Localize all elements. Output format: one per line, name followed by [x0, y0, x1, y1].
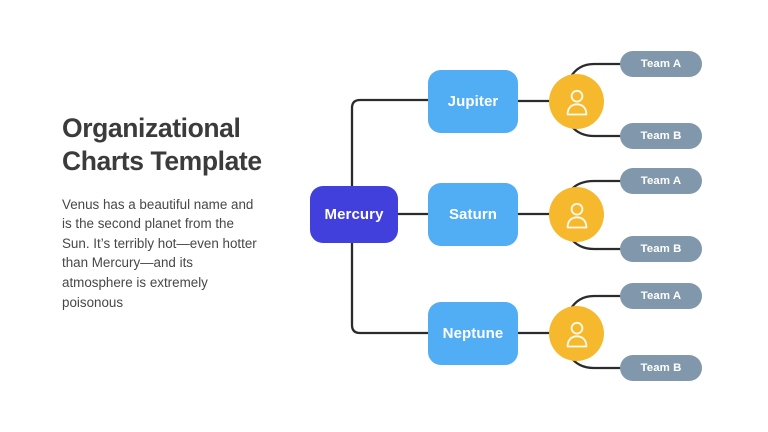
team-pill-jupiter-a[interactable]: Team A: [620, 51, 702, 77]
node-branch-neptune[interactable]: Neptune: [428, 302, 518, 365]
team-pill-neptune-a[interactable]: Team A: [620, 283, 702, 309]
person-icon: [566, 202, 587, 228]
page-description: Venus has a beautiful name and is the se…: [62, 196, 257, 310]
team-pill-label: Team A: [640, 175, 682, 187]
node-branch-label: Saturn: [448, 206, 498, 223]
team-pill-label: Team A: [640, 58, 682, 70]
team-pill-label: Team A: [640, 290, 682, 302]
node-root-mercury[interactable]: Mercury: [310, 186, 398, 243]
page-title: Organizational Charts Template: [62, 113, 262, 177]
person-icon: [566, 321, 587, 347]
team-pill-neptune-b[interactable]: Team B: [620, 355, 702, 381]
team-pill-jupiter-b[interactable]: Team B: [620, 123, 702, 149]
person-circle-saturn[interactable]: [549, 187, 604, 242]
node-branch-saturn[interactable]: Saturn: [428, 183, 518, 246]
team-pill-label: Team B: [640, 243, 682, 255]
node-branch-label: Neptune: [442, 325, 504, 342]
team-pill-saturn-b[interactable]: Team B: [620, 236, 702, 262]
team-pill-label: Team B: [640, 362, 682, 374]
node-root-label: Mercury: [324, 206, 384, 223]
node-branch-jupiter[interactable]: Jupiter: [428, 70, 518, 133]
person-circle-jupiter[interactable]: [549, 74, 604, 129]
team-pill-saturn-a[interactable]: Team A: [620, 168, 702, 194]
node-branch-label: Jupiter: [447, 93, 499, 110]
person-circle-neptune[interactable]: [549, 306, 604, 361]
team-pill-label: Team B: [640, 130, 682, 142]
person-icon: [566, 89, 587, 115]
title-text-block: Organizational Charts Template Venus has…: [62, 112, 277, 312]
